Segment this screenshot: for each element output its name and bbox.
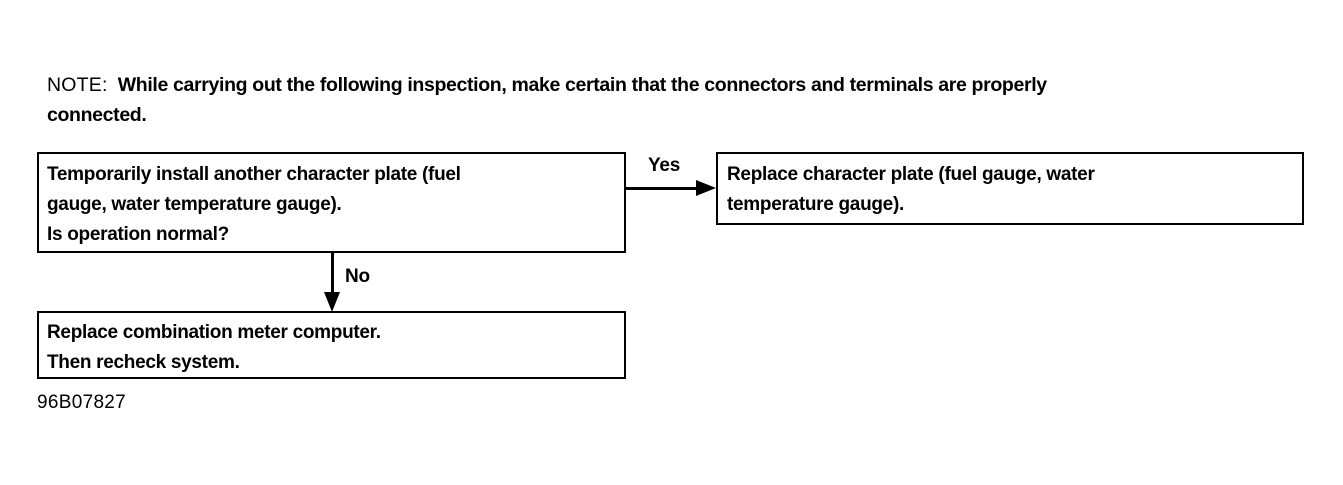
flow-box-replace-character-plate-line-2: temperature gauge). — [727, 194, 904, 215]
flow-box-decision-line-1: Temporarily install another character pl… — [47, 164, 461, 185]
note-text-line-1: While carrying out the following inspect… — [117, 74, 1047, 96]
connector-line-no — [331, 253, 334, 298]
figure-id: 96B07827 — [37, 392, 127, 413]
edge-label-no: No — [345, 266, 370, 287]
note-paragraph: NOTE: While carrying out the following i… — [47, 70, 1277, 100]
flow-box-replace-character-plate — [716, 152, 1304, 225]
flow-box-replace-combination-meter — [37, 311, 626, 379]
note-label: NOTE: — [47, 74, 108, 96]
note-text-line-2: connected. — [47, 104, 147, 126]
flow-box-replace-combination-meter-line-1: Replace combination meter computer. — [47, 322, 381, 343]
flow-box-replace-combination-meter-text: Replace combination meter computer. Then… — [47, 318, 381, 378]
connector-line-yes — [626, 187, 704, 190]
arrowhead-right-icon — [696, 180, 716, 196]
flow-box-decision-line-3: Is operation normal? — [47, 224, 229, 245]
edge-label-yes: Yes — [648, 155, 681, 176]
flow-box-replace-character-plate-line-1: Replace character plate (fuel gauge, wat… — [727, 164, 1095, 185]
flow-box-replace-combination-meter-line-2: Then recheck system. — [47, 352, 240, 373]
arrowhead-down-icon — [324, 292, 340, 312]
flow-box-decision-line-2: gauge, water temperature gauge). — [47, 194, 342, 215]
flow-box-decision — [37, 152, 626, 253]
flow-box-decision-text: Temporarily install another character pl… — [47, 160, 461, 250]
flow-box-replace-character-plate-text: Replace character plate (fuel gauge, wat… — [727, 160, 1095, 220]
